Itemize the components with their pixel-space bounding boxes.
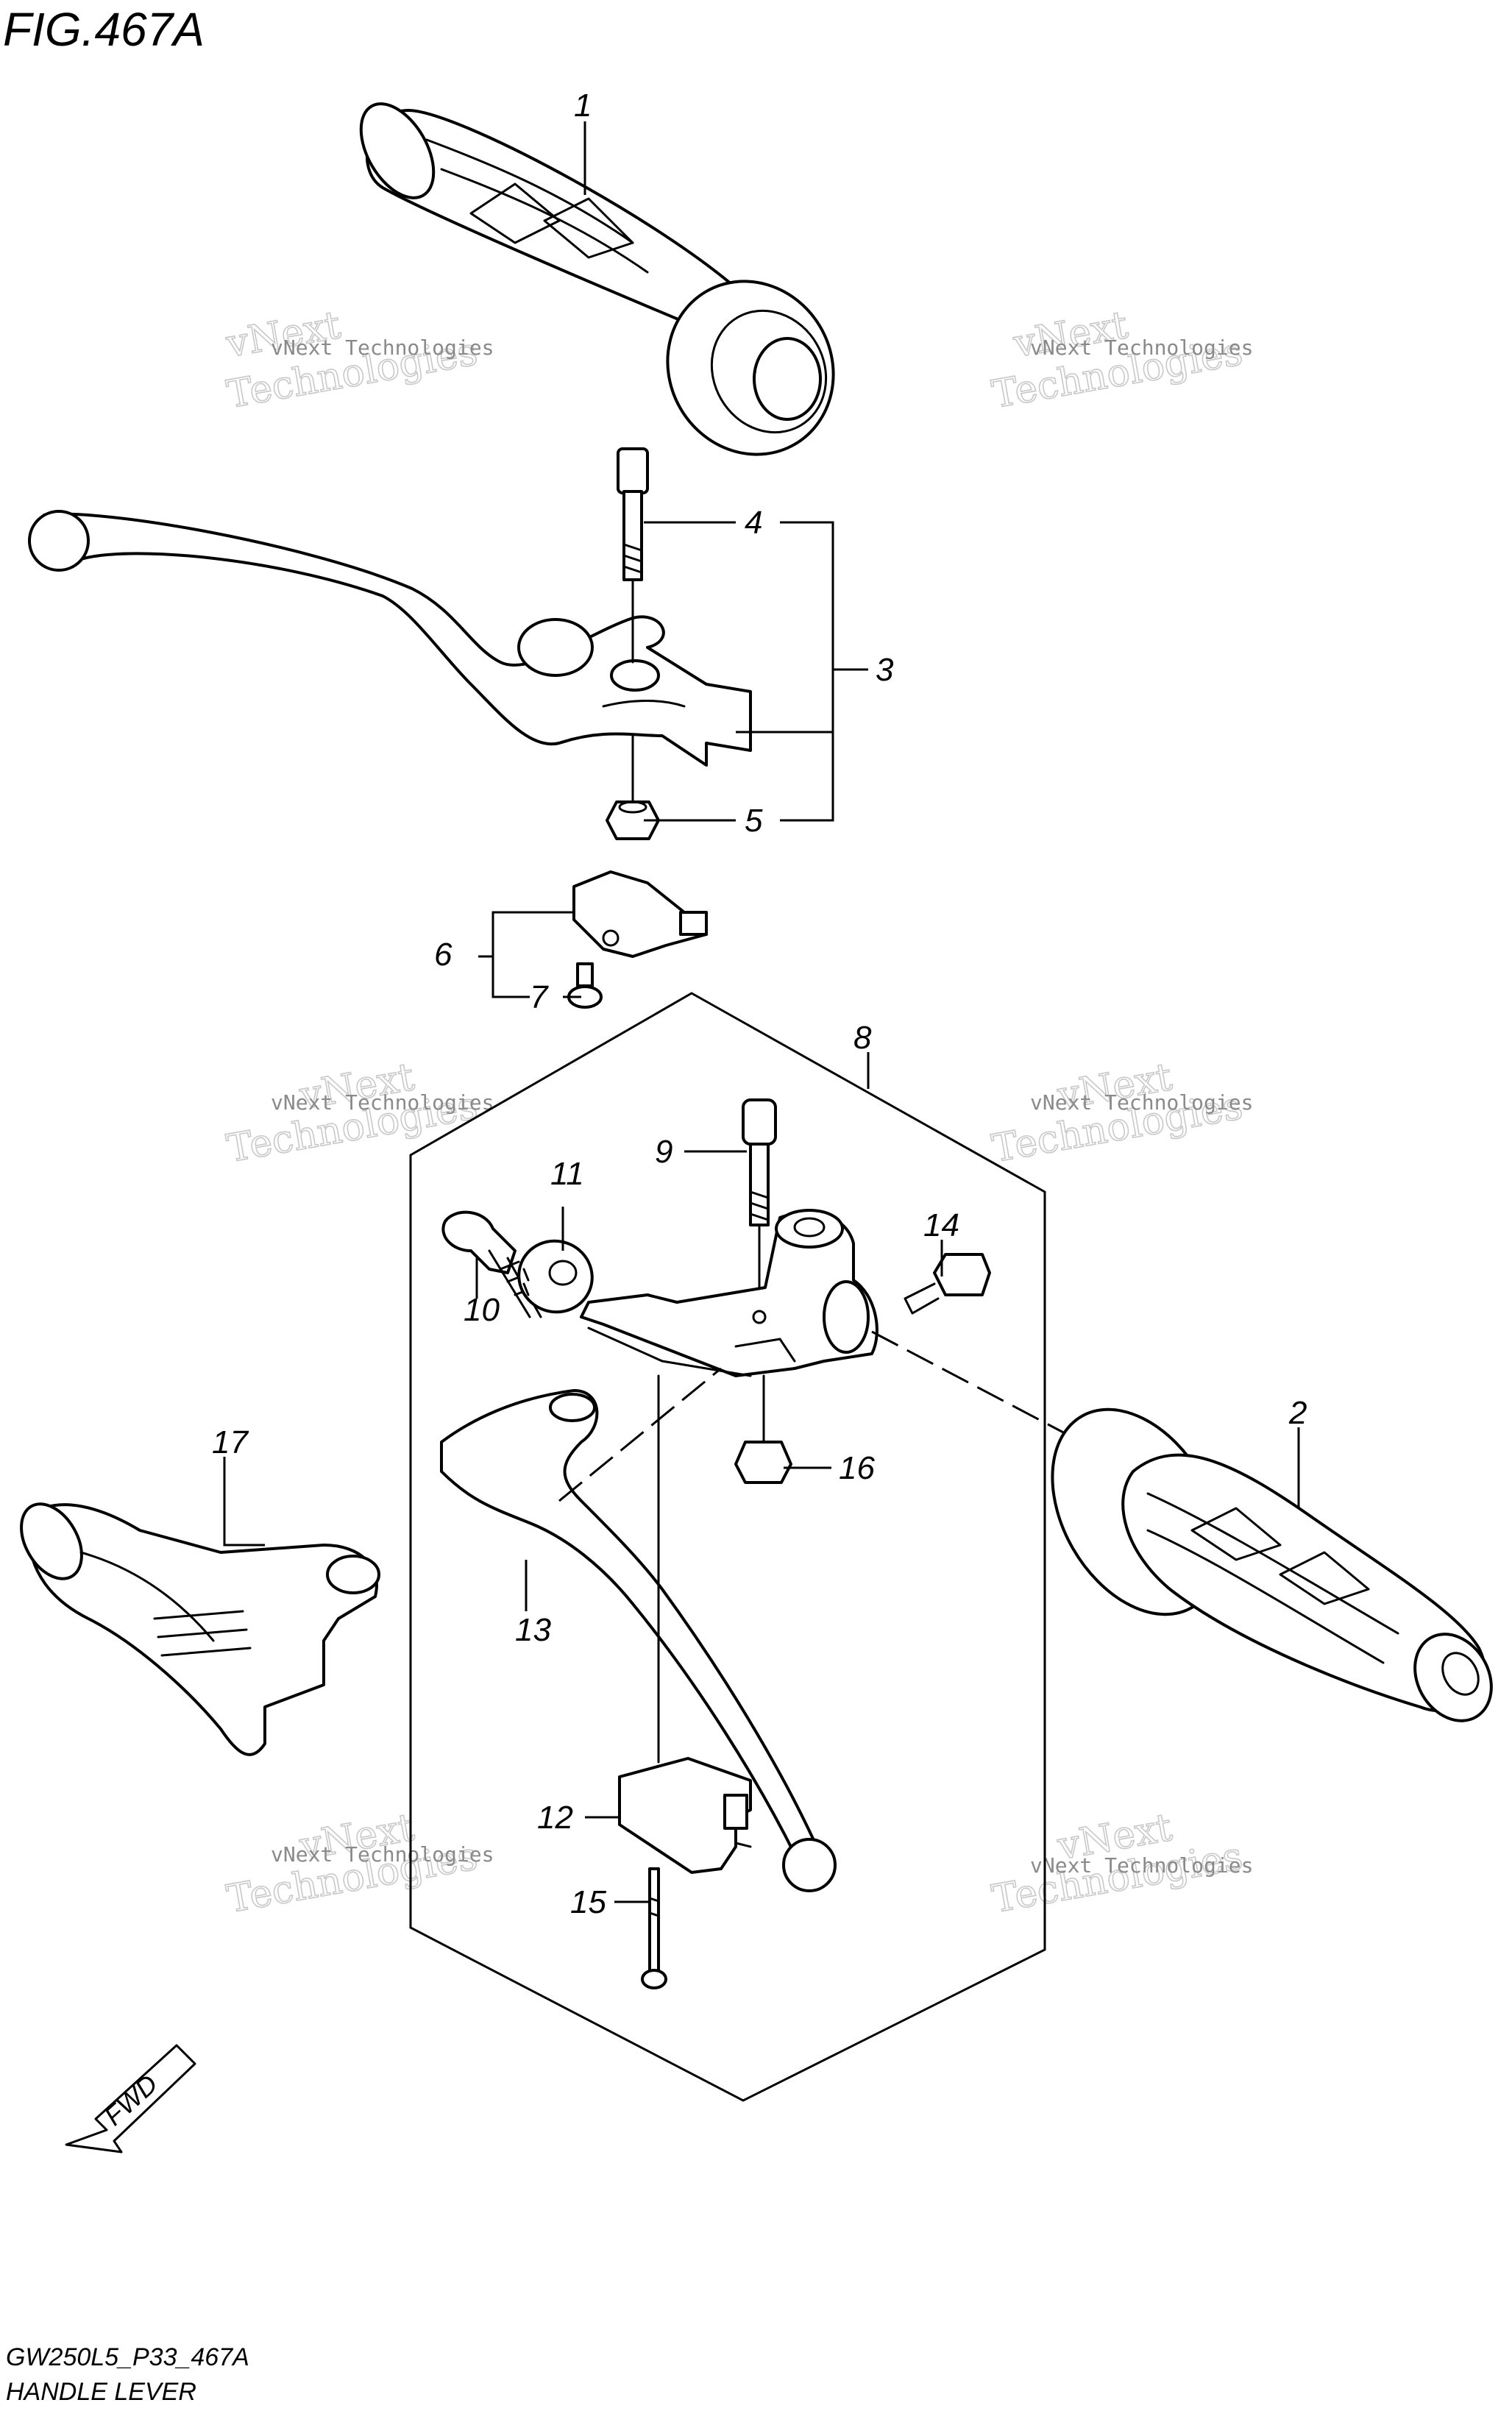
callout-16: 16 <box>839 1450 875 1486</box>
part-16-nut <box>734 1374 792 1484</box>
part-2-right-grip <box>1051 1407 1493 1722</box>
part-12-clutch-switch <box>618 1374 752 1874</box>
part-15-screw <box>641 1867 667 1989</box>
callout-8: 8 <box>853 1020 872 1056</box>
figure-title: FIG.467A <box>3 3 205 56</box>
fwd-arrow-icon: FWD <box>65 2044 196 2153</box>
part-6-brake-switch <box>572 870 708 958</box>
alignment-dashed-line-2 <box>558 1367 722 1502</box>
watermark-text: vNext Technologies <box>1030 1853 1253 1878</box>
callout-17: 17 <box>212 1424 249 1460</box>
watermark-text: vNext Technologies <box>271 335 494 360</box>
alignment-dashed-line <box>871 1330 1082 1444</box>
callout-14: 14 <box>923 1207 959 1243</box>
watermark-5: vNext Technologies vNext Technologies <box>223 1805 494 1922</box>
leader-lines <box>223 121 1300 1903</box>
watermark-3: vNext Technologies vNext Technologies <box>223 1054 494 1172</box>
callouts: 1 2 3 4 5 6 7 8 9 10 11 12 13 14 15 16 1… <box>212 88 1307 1920</box>
watermark-6: vNext Technologies vNext Technologies <box>988 1805 1253 1922</box>
part-3-front-brake-lever <box>28 510 752 767</box>
part-7-screw <box>567 962 603 1009</box>
callout-10: 10 <box>464 1292 500 1328</box>
callout-15: 15 <box>570 1884 606 1920</box>
callout-11: 11 <box>550 1156 584 1192</box>
watermark-text: vNext Technologies <box>271 1090 494 1115</box>
part-4-pivot-bolt <box>617 447 649 664</box>
part-8-lever-holder <box>580 1209 879 1377</box>
part-8-assembly-boundary <box>409 992 1046 2102</box>
watermark-2: vNext Technologies vNext Technologies <box>988 302 1253 418</box>
part-1-left-grip <box>359 102 835 456</box>
part-14-bolt <box>904 1253 991 1315</box>
callout-6: 6 <box>434 937 452 973</box>
callout-4: 4 <box>745 505 762 541</box>
part-17-lever-cover <box>20 1502 380 1756</box>
watermark-4: vNext Technologies vNext Technologies <box>988 1054 1253 1172</box>
watermark-text: vNext Technologies <box>1030 1090 1253 1115</box>
watermark-text: vNext Technologies <box>271 1842 494 1867</box>
callout-7: 7 <box>530 979 549 1015</box>
callout-5: 5 <box>745 803 763 839</box>
part-13-clutch-lever <box>440 1389 837 1892</box>
part-5-nut <box>606 734 660 840</box>
callout-1: 1 <box>574 88 592 124</box>
callout-2: 2 <box>1288 1395 1307 1431</box>
part-9-pivot-bolt <box>742 1098 777 1318</box>
watermark-text: vNext Technologies <box>1030 335 1253 360</box>
part-11-spring-washer <box>517 1239 594 1314</box>
callout-9: 9 <box>655 1134 672 1170</box>
figure-name: HANDLE LEVER <box>6 2378 196 2406</box>
callout-13: 13 <box>515 1612 551 1648</box>
callout-3: 3 <box>876 652 894 688</box>
watermark-1: vNext Technologies vNext Technologies <box>222 302 494 418</box>
model-code: GW250L5_P33_467A <box>6 2343 249 2371</box>
callout-12: 12 <box>537 1800 573 1836</box>
